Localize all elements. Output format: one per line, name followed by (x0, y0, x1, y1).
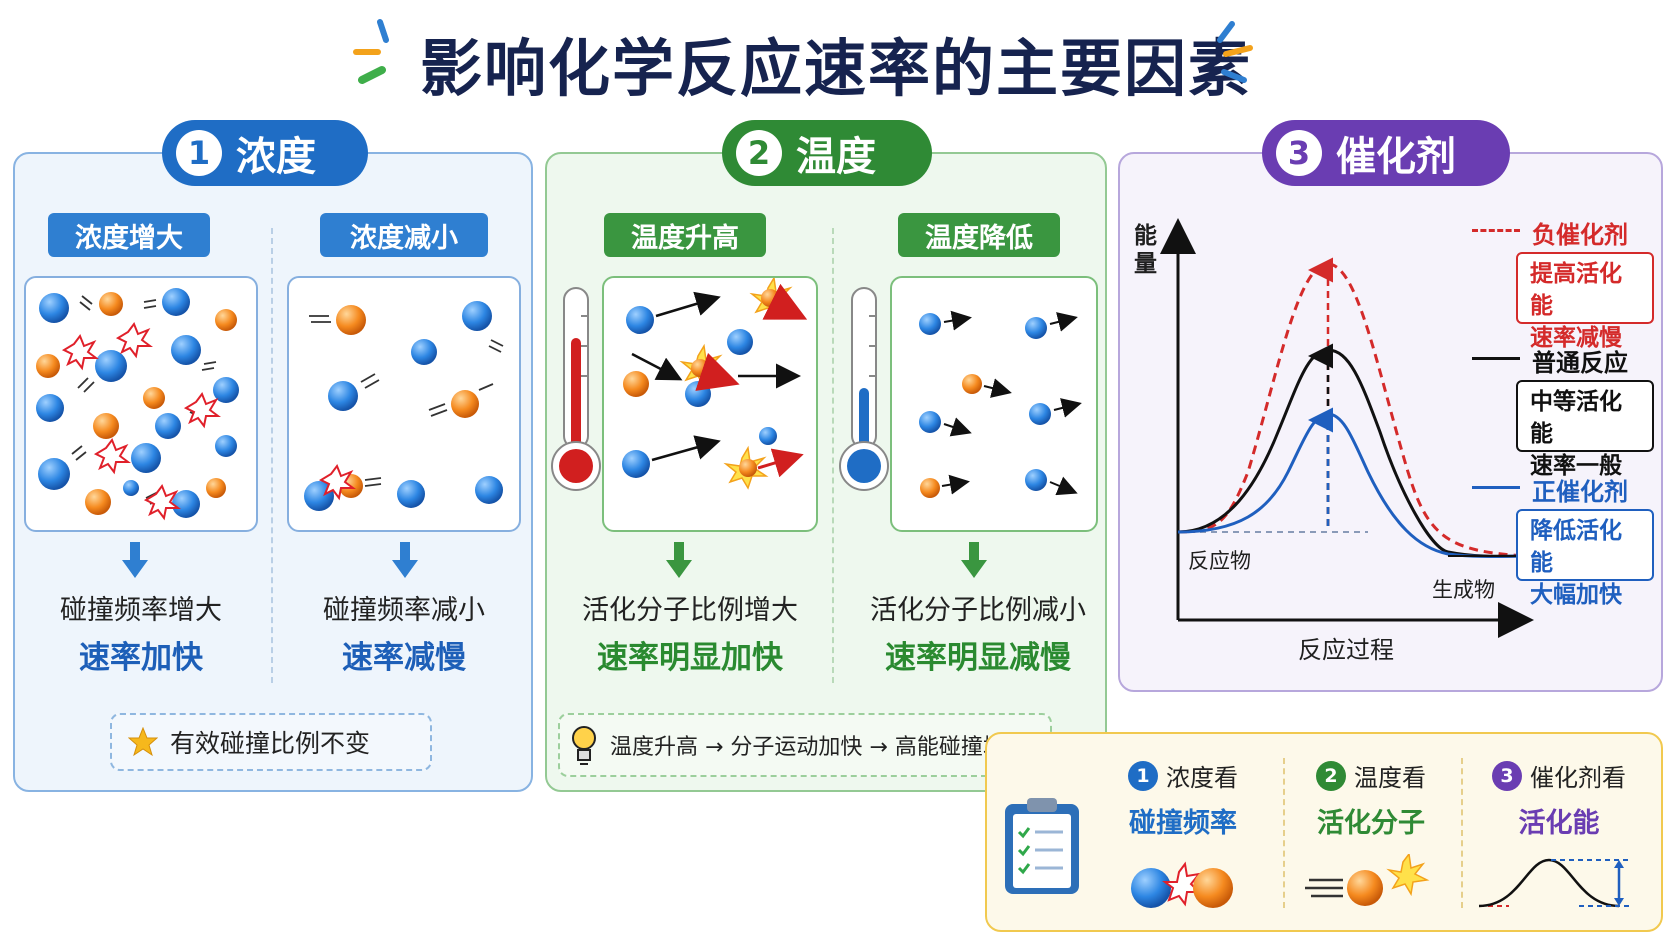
legend-line-positive (1472, 486, 1520, 489)
tag-temperature-up: 温度升高 (604, 213, 766, 257)
effect-text: 活化分子比例减小 (870, 595, 1086, 626)
legend-desc: 中等活化能 (1530, 389, 1622, 447)
tag-concentration-decrease: 浓度减小 (320, 213, 488, 257)
temperature-header: 2 温度 (722, 120, 932, 186)
summary-head: 温度看 (1354, 764, 1426, 792)
legend-box-normal: 中等活化能 速率一般 (1516, 380, 1654, 479)
summary-key: 活化分子 (1317, 808, 1425, 839)
concentration-note: 有效碰撞比例不变 (110, 713, 432, 771)
catalyst-header: 3 催化剂 (1262, 120, 1510, 186)
concentration-header: 1 浓度 (162, 120, 368, 186)
legend-label-negative: 负催化剂 (1532, 221, 1628, 249)
tag-temperature-down: 温度降低 (898, 213, 1060, 257)
energy-diagram (1160, 218, 1534, 638)
section-label: 催化剂 (1336, 134, 1456, 180)
summary-card: 1 浓度看 碰撞频率 2 温度看 活化分子 3 催化剂看 活化能 (985, 732, 1663, 932)
sparkle-left-icon (353, 19, 389, 84)
energy-curve-icon (1478, 858, 1633, 908)
high-concentration-illustration (24, 276, 258, 532)
effect-text: 活化分子比例增大 (582, 595, 798, 626)
note-text: 有效碰撞比例不变 (170, 729, 371, 758)
summary-catalyst: 3 催化剂看 活化能 (1469, 758, 1649, 920)
low-concentration-illustration (287, 276, 521, 532)
legend-desc: 提高活化能 (1530, 261, 1622, 319)
summary-number: 1 (1128, 760, 1158, 791)
legend-line-negative (1472, 229, 1520, 232)
product-label: 生成物 (1432, 578, 1495, 602)
effect-text: 碰撞频率增大 (60, 595, 222, 626)
collision-burst-icons (61, 321, 221, 521)
summary-number: 3 (1492, 760, 1522, 791)
result-text: 速率明显加快 (597, 640, 783, 676)
y-axis-label: 能量 (1134, 223, 1157, 277)
molecule-cluster-sparse (304, 301, 503, 511)
summary-head: 浓度看 (1166, 764, 1238, 792)
summary-divider (1461, 758, 1463, 908)
section-number: 2 (736, 130, 782, 176)
arrow-down-icon (961, 542, 987, 578)
fast-molecule-icon (1305, 852, 1430, 906)
slow-molecules (919, 310, 1082, 498)
summary-divider (1283, 758, 1285, 908)
summary-number: 2 (1316, 760, 1346, 791)
x-axis-label: 反应过程 (1298, 636, 1394, 664)
column-divider (271, 228, 273, 683)
clipboard-icon (1005, 798, 1079, 894)
summary-head: 催化剂看 (1530, 764, 1626, 792)
summary-key: 活化能 (1518, 808, 1600, 839)
column-divider (832, 228, 834, 683)
lightbulb-icon (572, 726, 596, 765)
low-temperature-illustration (890, 276, 1098, 532)
effect-text: 碰撞频率减小 (323, 595, 485, 626)
legend-box-positive: 降低活化能 大幅加快 (1516, 509, 1654, 608)
legend-desc: 速率减慢 (1530, 325, 1622, 351)
result-text: 速率明显减慢 (885, 640, 1071, 676)
legend-label-positive: 正催化剂 (1532, 478, 1628, 506)
legend-desc: 大幅加快 (1530, 582, 1622, 608)
legend-label-normal: 普通反应 (1532, 349, 1628, 377)
tag-concentration-increase: 浓度增大 (48, 213, 210, 257)
thermometer-cold-icon (839, 287, 889, 491)
temperature-note: 温度升高 → 分子运动加快 → 高能碰撞增多 (558, 713, 1052, 777)
negative-catalyst-curve (1177, 262, 1529, 558)
legend-box-negative: 提高活化能 速率减慢 (1516, 252, 1654, 351)
positive-catalyst-curve (1177, 412, 1529, 558)
section-number: 3 (1276, 130, 1322, 176)
section-label: 浓度 (236, 134, 316, 180)
collision-icon (1131, 861, 1233, 908)
molecule-cluster-dense (36, 288, 239, 518)
collision-burst-icon (318, 463, 356, 501)
legend-desc: 降低活化能 (1530, 518, 1622, 576)
summary-concentration: 1 浓度看 碰撞频率 (1103, 758, 1263, 918)
result-text: 速率减慢 (342, 640, 466, 676)
star-icon (128, 727, 158, 757)
legend-desc: 速率一般 (1530, 453, 1622, 479)
sparkle-right-icon (1217, 21, 1253, 83)
legend-line-normal (1472, 357, 1520, 360)
normal-reaction-curve (1177, 348, 1529, 558)
section-label: 温度 (796, 134, 876, 180)
summary-temperature: 2 温度看 活化分子 (1291, 758, 1451, 918)
fast-molecules (622, 278, 808, 490)
summary-key: 碰撞频率 (1129, 808, 1237, 839)
thermometer-hot-icon (551, 287, 601, 491)
reactant-label: 反应物 (1188, 549, 1251, 573)
section-number: 1 (176, 130, 222, 176)
high-temperature-illustration (602, 276, 818, 532)
arrow-down-icon (392, 542, 418, 578)
result-text: 速率加快 (79, 640, 203, 676)
page-title: 影响化学反应速率的主要因素 (419, 32, 1252, 105)
motion-lines (309, 315, 504, 487)
note-text: 温度升高 → 分子运动加快 → 高能碰撞增多 (610, 735, 1027, 760)
arrow-down-icon (122, 542, 148, 578)
arrow-down-icon (666, 542, 692, 578)
